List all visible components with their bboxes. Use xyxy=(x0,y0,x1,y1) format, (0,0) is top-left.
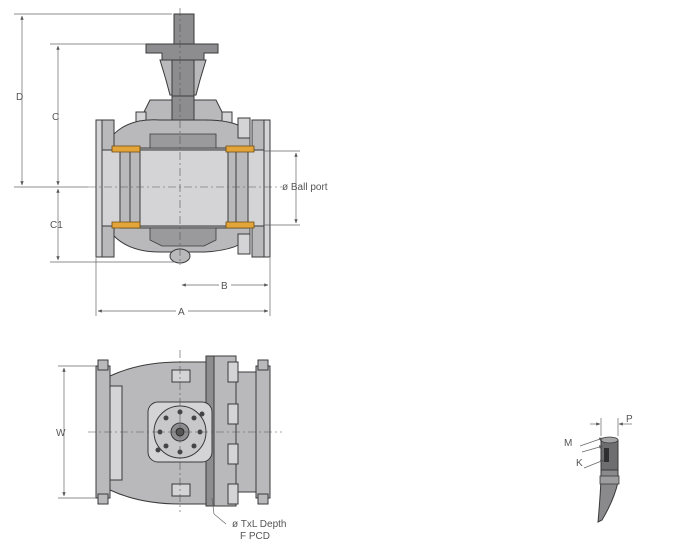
b-label-bg xyxy=(219,278,231,290)
pcd-hole-9 xyxy=(155,447,161,453)
bottom-trunnion xyxy=(149,227,217,247)
txl-leader xyxy=(211,497,227,525)
pcd-hole-6 xyxy=(191,415,197,421)
a-label-bg xyxy=(176,304,188,316)
stem-detail-key xyxy=(604,448,609,462)
pcd-hole-1 xyxy=(177,409,183,415)
body-bolt-upper xyxy=(237,117,251,139)
cover-bolt-4 xyxy=(227,483,239,505)
pcd-hole-10 xyxy=(199,411,205,417)
d-label: D xyxy=(16,92,23,103)
section-view xyxy=(88,8,282,265)
pcd-hole-8 xyxy=(191,443,197,449)
side-dimensions: W ø TxL Depth F PCD xyxy=(56,365,286,542)
seat-lower-right xyxy=(225,221,255,229)
stem-detail-flat xyxy=(600,439,619,471)
cover-bolt-3 xyxy=(227,443,239,465)
side-right-flange-tab-top xyxy=(257,359,269,371)
side-body-left xyxy=(109,385,123,481)
seat-upper-left xyxy=(111,145,141,153)
ball-port xyxy=(139,149,229,227)
cover-bolt-1 xyxy=(227,361,239,383)
w-label: W xyxy=(56,428,66,439)
stem-top xyxy=(173,13,195,45)
side-right-flange-tab-bottom xyxy=(257,493,269,505)
seat-lower-left xyxy=(111,221,141,229)
right-flange-face xyxy=(263,119,271,258)
pcd-hole-7 xyxy=(163,443,169,449)
k-leader xyxy=(583,459,605,469)
pcd-hole-5 xyxy=(163,415,169,421)
upper-trunnion xyxy=(149,133,217,149)
body-bolt-lower xyxy=(237,233,251,255)
txl-depth-label: ø TxL Depth xyxy=(232,519,286,530)
c-label: C xyxy=(52,112,59,123)
ball-port-label: ø Ball port xyxy=(282,182,328,193)
a-label: A xyxy=(178,307,185,318)
top-lug xyxy=(171,369,191,383)
m-leader xyxy=(579,437,604,447)
stem-detail-top xyxy=(600,436,619,444)
side-left-flange-tab-top xyxy=(97,359,109,371)
f-pcd-label: F PCD xyxy=(240,531,270,542)
p-label: P xyxy=(626,414,633,425)
m-leader-2 xyxy=(581,445,604,453)
stem-detail: P M K xyxy=(564,414,633,523)
left-flange-face xyxy=(95,119,103,258)
c1-label: C1 xyxy=(50,220,63,231)
b-label: B xyxy=(221,281,228,292)
section-dimensions: D C C1 ø Ball port B A xyxy=(14,13,328,318)
side-left-flange-tab-bottom xyxy=(97,493,109,505)
bottom-lug xyxy=(171,483,191,497)
top-mounting-flange xyxy=(145,43,219,61)
side-view xyxy=(88,350,282,512)
m-label: M xyxy=(564,438,572,449)
seat-upper-right xyxy=(225,145,255,153)
cover-bolt-2 xyxy=(227,403,239,425)
k-label: K xyxy=(576,458,583,469)
stem-detail-collar xyxy=(599,475,620,485)
